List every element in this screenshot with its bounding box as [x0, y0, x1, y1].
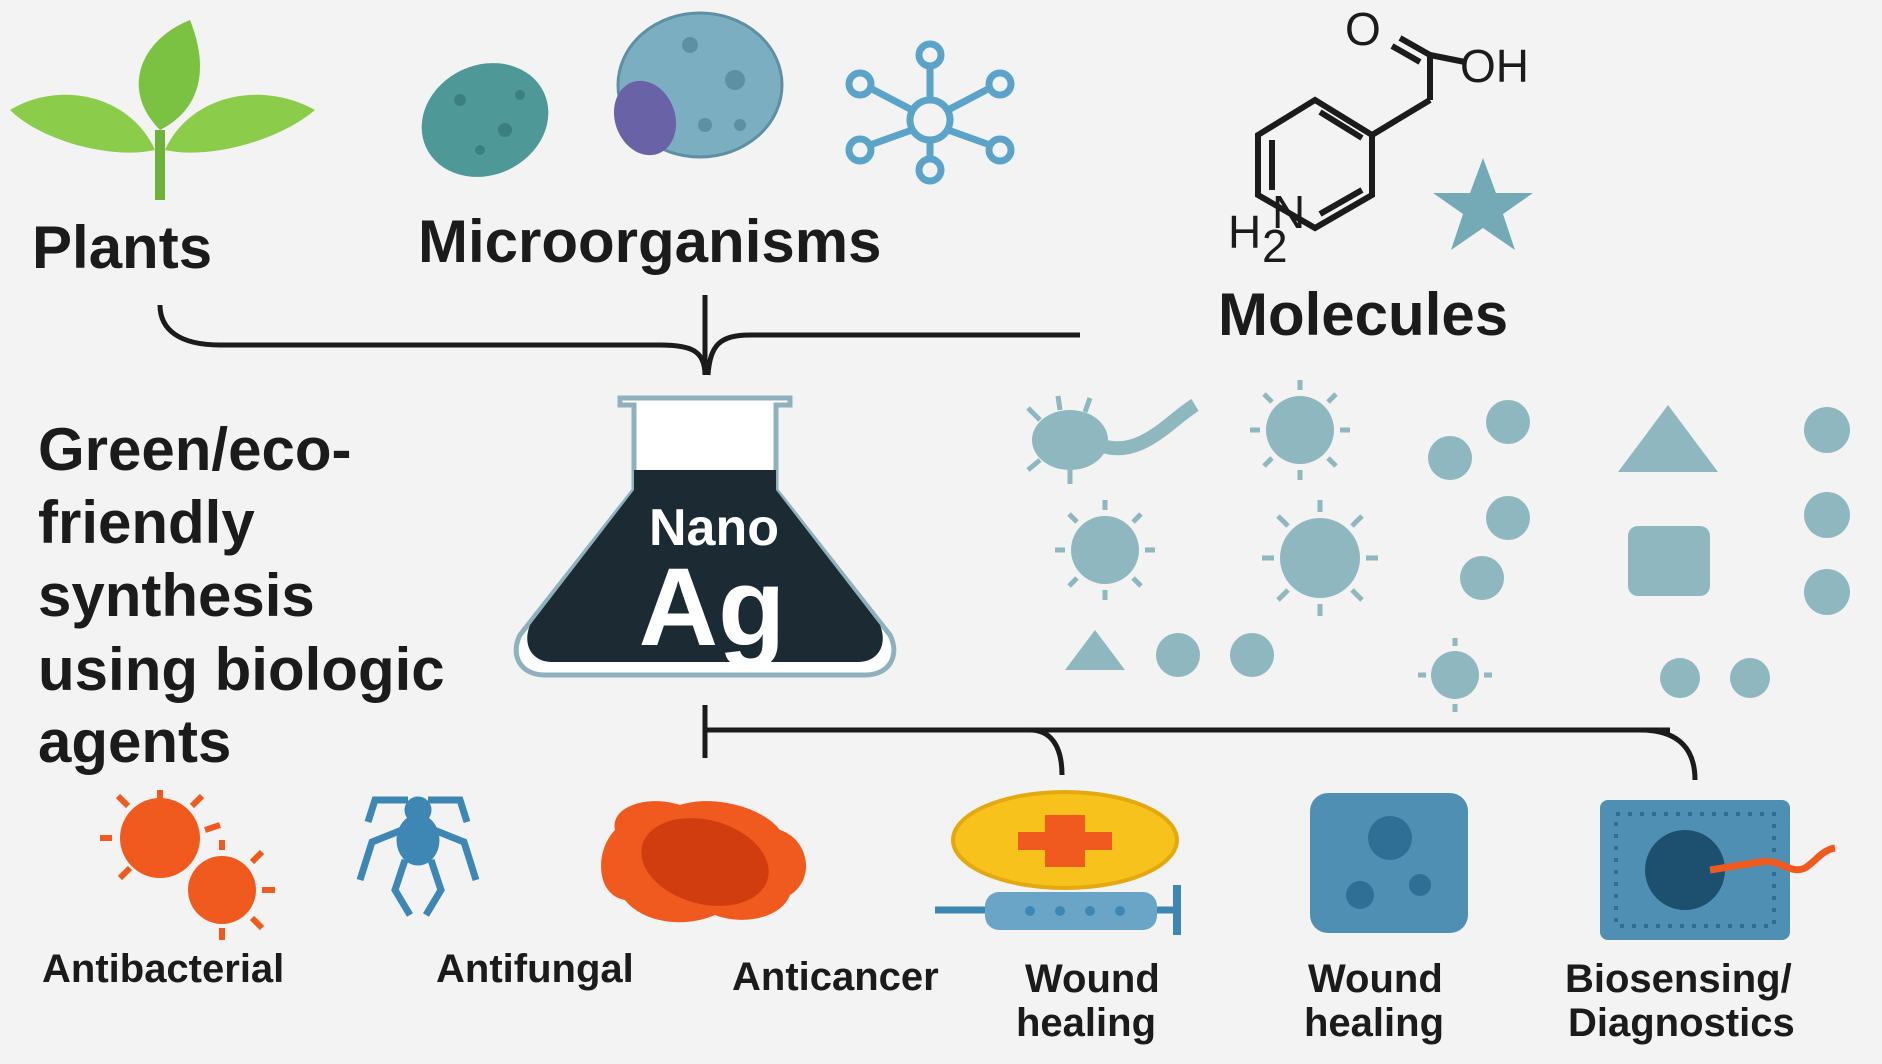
antibacterial-icon: [100, 790, 275, 940]
chem-h-label: H: [1228, 206, 1261, 258]
chem-subscript-label: 2: [1262, 220, 1288, 272]
dot-particle: [1486, 496, 1530, 540]
wound-healing-1-label-a: Wound: [1025, 957, 1160, 1001]
source-connector: [157, 295, 1080, 376]
wound-healing-1-label-b: healing: [1016, 1001, 1156, 1045]
first-aid-syringe-icon: [935, 790, 1181, 935]
dot-particle: [1428, 436, 1472, 480]
dot-particle: [1460, 556, 1504, 600]
dot-particle: [1804, 407, 1850, 453]
pyridine-structure-icon: [1255, 35, 1466, 232]
tissue-cell-icon: [1310, 793, 1468, 933]
synthesis-line-5: agents: [38, 708, 231, 775]
spiky-particle-icon: [1262, 500, 1378, 616]
molecules-label: Molecules: [1218, 281, 1508, 348]
anticancer-icon: [601, 801, 807, 923]
biosensing-label-b: Diagnostics: [1568, 1001, 1795, 1045]
biosensing-label-a: Biosensing/: [1565, 957, 1792, 1001]
wound-healing-2-label-b: healing: [1304, 1001, 1444, 1045]
dot-particle: [1804, 492, 1850, 538]
spiky-particle-icon: [1026, 395, 1199, 484]
molecule-network-icon: [845, 40, 1015, 185]
biosensor-chip-icon: [1600, 800, 1836, 940]
flask-nano-label: Nano: [649, 499, 779, 557]
spiky-particle-icon: [1418, 638, 1492, 712]
dot-particle: [1156, 633, 1200, 677]
antifungal-label: Antifungal: [436, 947, 634, 991]
nano-ag-flask: [513, 395, 897, 678]
chem-o-label: O: [1345, 3, 1381, 55]
spiky-particle-icon: [1055, 500, 1155, 600]
triangle-particle: [1065, 630, 1125, 670]
dot-particle: [1230, 633, 1274, 677]
wound-healing-2-label-a: Wound: [1308, 957, 1443, 1001]
star-icon: [1433, 158, 1533, 250]
dot-particle: [1804, 569, 1850, 615]
plant-icon: [10, 20, 315, 200]
synthesis-line-1: Green/eco-: [38, 416, 351, 483]
dot-particle: [1730, 658, 1770, 698]
virus-cell-icon: [613, 11, 784, 159]
synthesis-line-4: using biologic: [38, 636, 445, 703]
nanoparticle-field: [1026, 380, 1850, 712]
chem-n-label: N: [1272, 186, 1305, 238]
synthesis-line-3: synthesis: [38, 562, 315, 629]
spiky-particle-icon: [1250, 380, 1350, 480]
square-particle: [1628, 526, 1710, 596]
dot-particle: [1660, 658, 1700, 698]
triangle-particle: [1618, 405, 1718, 472]
antifungal-icon: [356, 796, 480, 917]
chem-oh-label: OH: [1460, 40, 1529, 92]
synthesis-line-2: friendly: [38, 489, 255, 556]
flask-ag-label: Ag: [639, 546, 786, 669]
anticancer-label: Anticancer: [732, 955, 939, 999]
dot-particle: [1486, 400, 1530, 444]
microorganisms-label: Microorganisms: [418, 208, 881, 275]
plants-label: Plants: [32, 214, 212, 281]
application-connector: [702, 705, 1698, 781]
bacterium-icon: [421, 63, 549, 177]
antibacterial-label: Antibacterial: [42, 947, 284, 991]
